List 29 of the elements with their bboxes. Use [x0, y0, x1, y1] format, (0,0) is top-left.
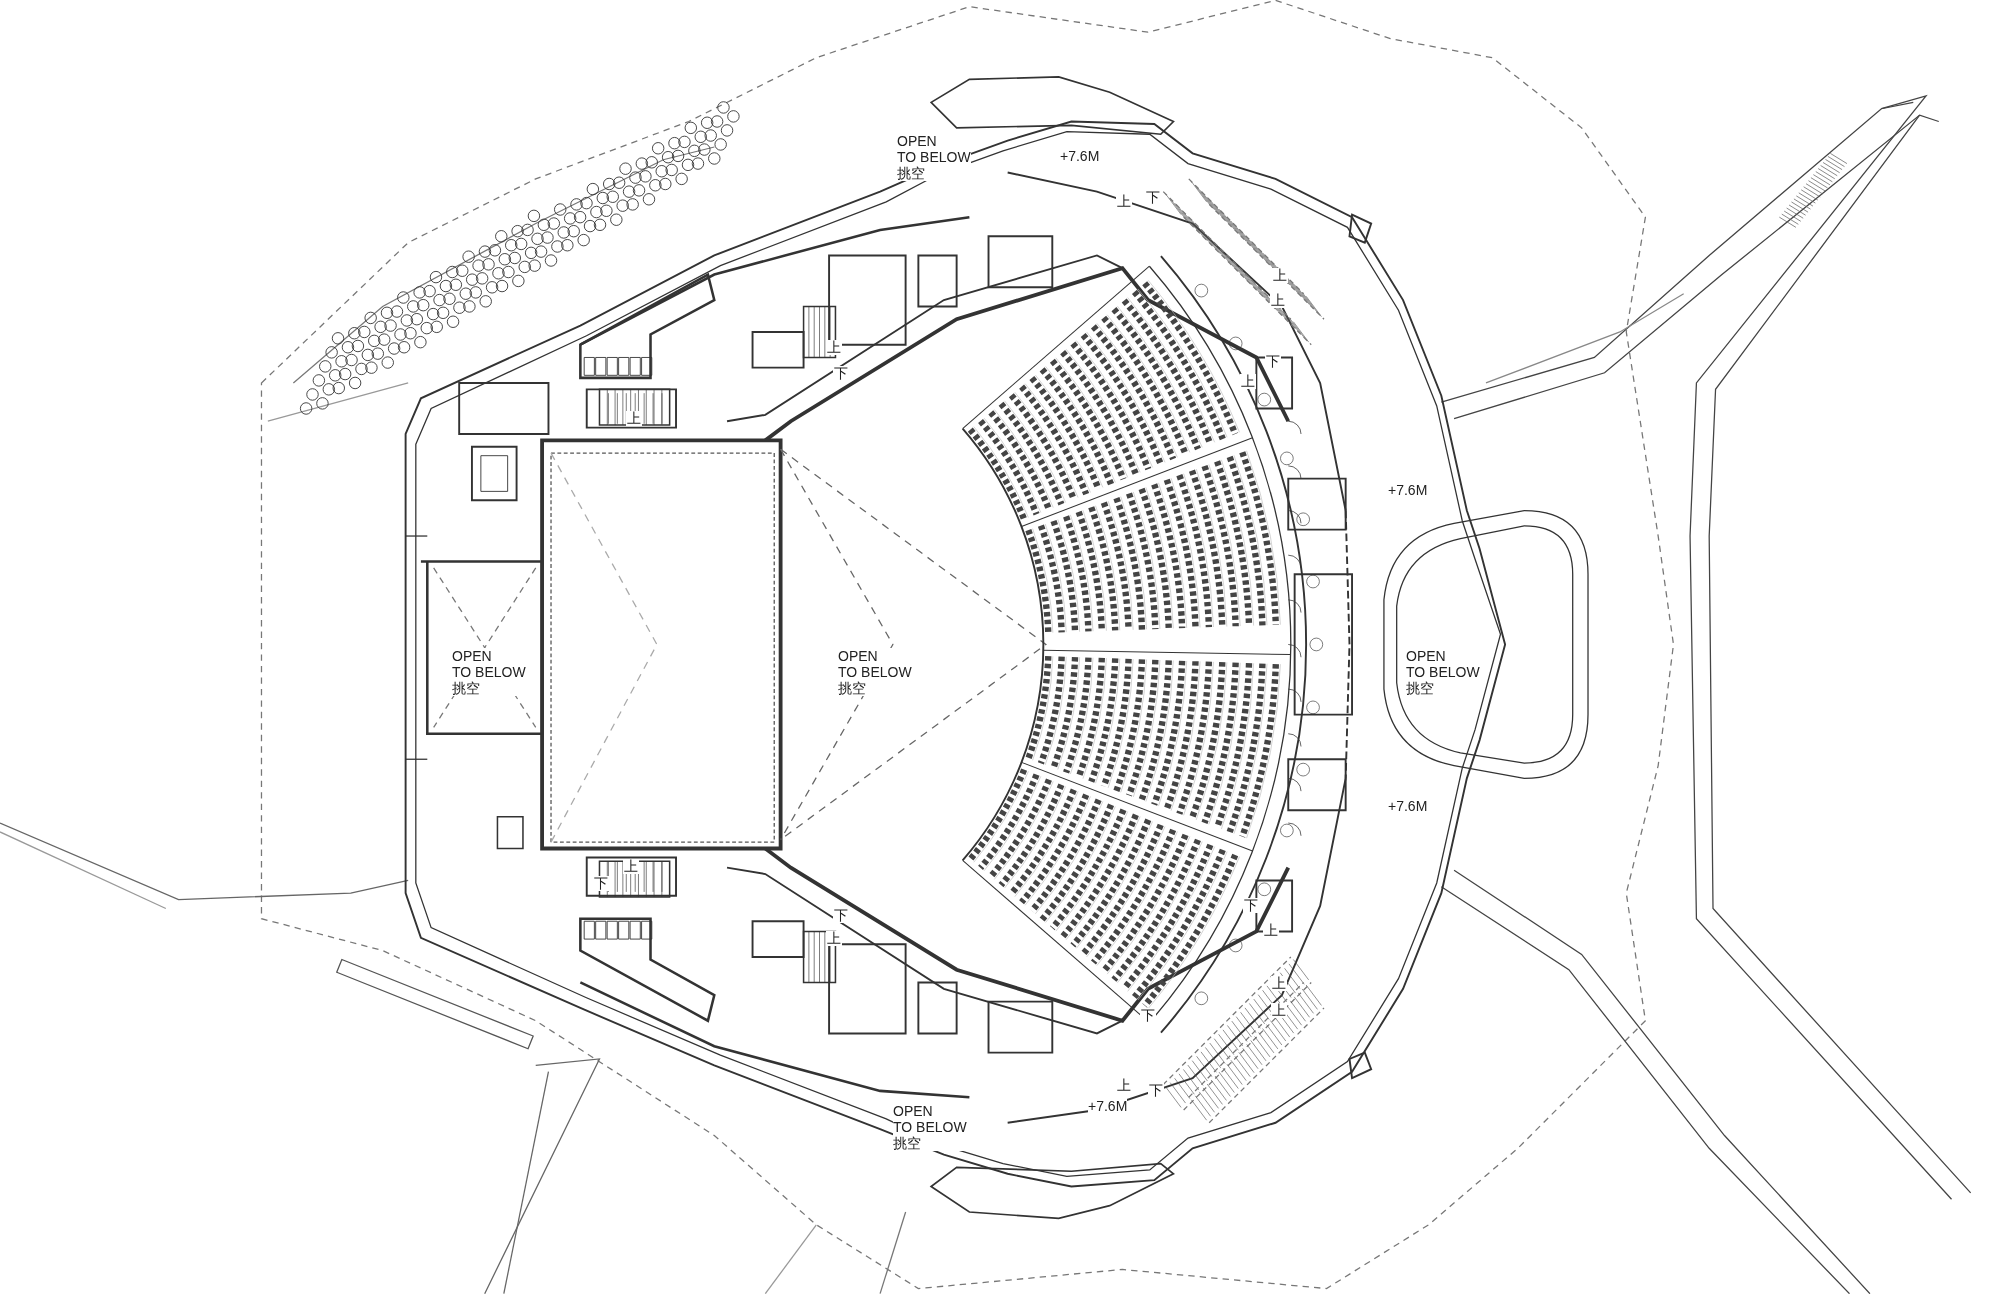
stair-direction-label: 上: [1271, 1003, 1287, 1018]
stair-direction-label: 下: [833, 366, 849, 381]
stair-direction-label: 上: [1116, 194, 1132, 209]
open-to-below-label: OPEN TO BELOW 挑空: [897, 133, 971, 181]
open-to-below-label: OPEN TO BELOW 挑空: [893, 1103, 967, 1151]
level-label: +7.6M: [1388, 798, 1428, 814]
stair-direction-label: 上: [1116, 1078, 1132, 1093]
stair-direction-label: 下: [1145, 190, 1161, 205]
stair-direction-label: 下: [1148, 1083, 1164, 1098]
level-label: +7.6M: [1388, 482, 1428, 498]
stair-direction-label: 上: [1263, 923, 1279, 938]
level-label: +7.6M: [1060, 148, 1100, 164]
stair-direction-label: 上: [1240, 374, 1256, 389]
stair-direction-label: 下: [833, 908, 849, 923]
stair-direction-label: 上: [1272, 268, 1288, 283]
stair-direction-label: 上: [1271, 976, 1287, 991]
open-to-below-label: OPEN TO BELOW 挑空: [1406, 648, 1480, 696]
open-to-below-label: OPEN TO BELOW 挑空: [452, 648, 526, 696]
stair-direction-label: 上: [826, 931, 842, 946]
stair-direction-label: 下: [1265, 354, 1281, 369]
stair-direction-label: 下: [1140, 1008, 1156, 1023]
stair-direction-label: 上: [826, 340, 842, 355]
stair-direction-label: 上: [1270, 293, 1286, 308]
stair-direction-label: 上: [626, 411, 642, 426]
level-label: +7.6M: [1088, 1098, 1128, 1114]
stair-direction-label: 下: [593, 876, 609, 891]
stair-direction-label: 上: [623, 859, 639, 874]
stair-direction-label: 下: [1243, 898, 1259, 913]
open-to-below-label: OPEN TO BELOW 挑空: [838, 648, 912, 696]
